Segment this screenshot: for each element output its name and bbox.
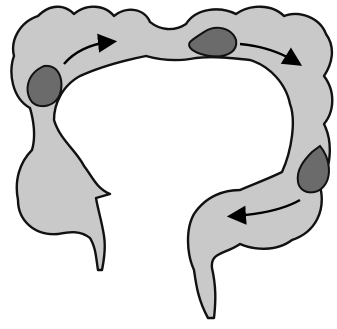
colon-body <box>11 7 332 318</box>
colon-icon <box>11 7 332 318</box>
